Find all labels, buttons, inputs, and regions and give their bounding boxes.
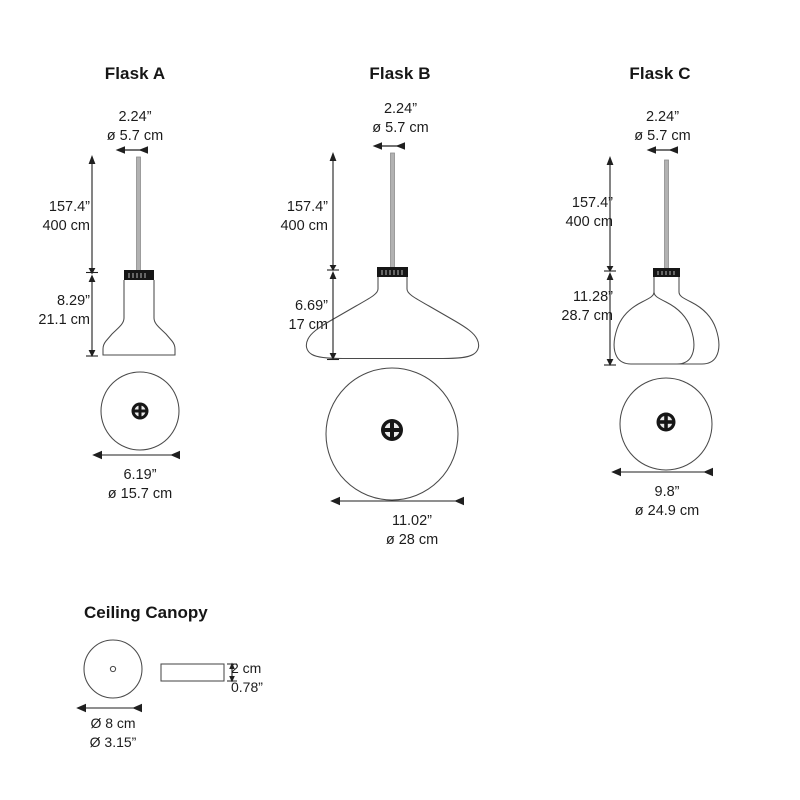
flask-c-plan-socket-icon [656,412,676,432]
flask-c-shade-profile-right [631,277,720,365]
flask-b-top-diameter-label: 2.24” ø 5.7 cm [348,100,453,138]
flask-a-drop-dimension-line [86,155,98,275]
flask-c-drop-height-label: 157.4” 400 cm [543,194,613,232]
flask-a-shade-height-label: 8.29” 21.1 cm [14,292,90,330]
flask-c-top-diameter-label: 2.24” ø 5.7 cm [610,108,715,146]
flask-b-drop-height-imperial: 157.4” [286,199,328,215]
flask-a-shade-diameter-metric: ø 15.7 cm [107,486,173,502]
flask-b-title: Flask B [369,64,431,83]
flask-a-drop-height-metric: 400 cm [42,218,90,234]
flask-c-shade-diameter-imperial: 9.8” [654,484,680,500]
flask-b-drop-height-label: 157.4” 400 cm [258,198,328,236]
canopy-diameter-label: Ø 8 cm Ø 3.15” [63,714,163,751]
flask-a-top-diameter-metric: ø 5.7 cm [106,128,164,144]
flask-c-title: Flask C [629,64,691,83]
flask-c-shade-height-metric: 28.7 cm [561,308,613,324]
flask-c-drawing [604,146,720,477]
flask-a-shade-diameter-label: 6.19” ø 15.7 cm [90,466,190,504]
flask-a-shade-diameter-imperial: 6.19” [123,467,157,483]
flask-b-shade-diameter-label: 11.02” ø 28 cm [357,512,467,550]
flask-a-top-diameter-label: 2.24” ø 5.7 cm [85,108,185,146]
canopy-thickness-label: 2 cm 0.78” [231,659,321,696]
flask-b-shade-diameter-imperial: 11.02” [391,513,433,529]
canopy-center-hole [109,665,117,673]
flask-b-drop-height-metric: 400 cm [280,218,328,234]
flask-b-top-diameter-metric: ø 5.7 cm [372,120,429,136]
flask-c-shade-profile-left [613,277,695,365]
canopy-thickness-metric: 2 cm [231,660,262,676]
ceiling-canopy-title: Ceiling Canopy [84,603,208,622]
flask-c-shade-height-imperial: 11.28” [572,289,613,305]
flask-b-drop-dimension-line [327,152,339,271]
flask-b-shade-diameter-metric: ø 28 cm [385,532,439,548]
canopy-thickness-imperial: 0.78” [231,678,263,695]
flask-b-shade-height-dimension-line [327,271,339,361]
flask-c-shade-height-dimension-line [604,272,616,366]
flask-a-plan-socket-icon [131,402,149,420]
flask-a-drop-height-label: 157.4” 400 cm [20,198,90,236]
flask-a-drop-height-imperial: 157.4” [48,199,90,215]
canopy-thickness-arrow [227,662,237,683]
flask-a-shade-profile [102,280,176,356]
canopy-diameter-metric: Ø 8 cm [90,715,136,731]
flask-a-shade-height-dimension-line [86,274,98,357]
flask-c-suspension-rod [664,159,669,272]
flask-c-socket [653,268,680,277]
flask-b-suspension-rod [390,152,395,270]
flask-c-drop-height-imperial: 157.4” [571,195,613,211]
flask-b-socket [377,267,408,277]
flask-c-top-diameter-metric: ø 5.7 cm [634,128,691,144]
flask-a-suspension-rod [136,156,141,273]
canopy-diameter-imperial: Ø 3.15” [89,733,137,750]
flask-b-shade-height-imperial: 6.69” [294,298,328,314]
flask-c-shade-height-label: 11.28” 28.7 cm [533,288,613,326]
canopy-side-view [160,663,225,682]
flask-a-shade-height-metric: 21.1 cm [38,312,90,328]
flask-b-shade-profile [305,277,480,360]
flask-a-drawing [86,146,181,460]
flask-c-top-diameter-imperial: 2.24” [645,109,680,125]
flask-b-top-diameter-imperial: 2.24” [383,101,418,117]
flask-c-drop-height-metric: 400 cm [565,214,613,230]
flask-a-shade-height-imperial: 8.29” [56,293,90,309]
flask-a-title: Flask A [104,64,166,83]
flask-c-drop-dimension-line [604,156,616,272]
flask-b-plan-socket-icon [381,419,403,441]
flask-a-socket [124,270,154,280]
flask-b-drawing [305,142,480,506]
flask-a-top-diameter-imperial: 2.24” [118,109,152,125]
flask-a-plan-circle [100,371,180,451]
flask-c-shade-diameter-metric: ø 24.9 cm [634,503,700,519]
ceiling-canopy-drawing [76,639,237,713]
flask-c-shade-diameter-label: 9.8” ø 24.9 cm [612,483,722,521]
canopy-plan-circle [83,639,143,699]
